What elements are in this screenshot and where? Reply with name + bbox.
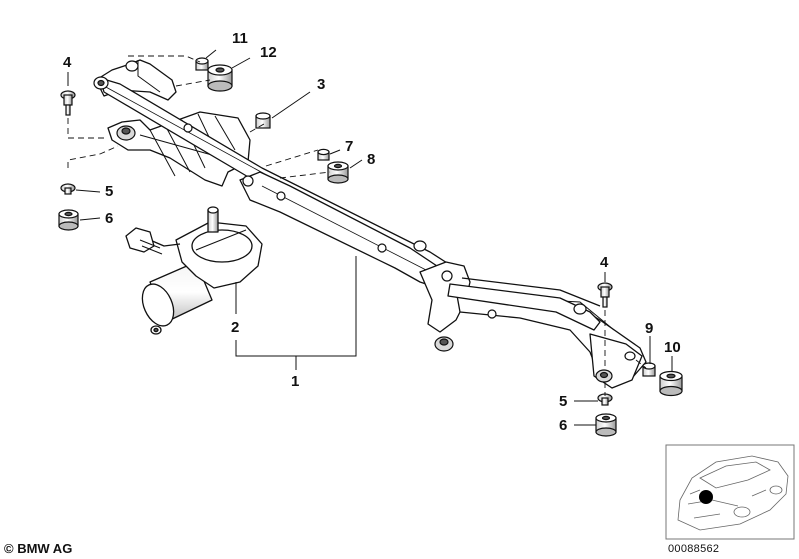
callout-3: 3 [317, 76, 326, 93]
callout-12: 12 [260, 44, 277, 61]
frame-joints [93, 60, 636, 383]
callout-9: 9 [645, 320, 654, 337]
joint-arm-elbow [573, 303, 587, 315]
joint-housing-top [413, 240, 427, 252]
callout-4-right: 4 [600, 254, 609, 271]
callout-5-right: 5 [559, 393, 568, 410]
screw-left [60, 183, 76, 195]
nut-8 [327, 161, 349, 184]
document-number: 00088562 [668, 543, 720, 555]
joint-left-pin [125, 60, 139, 72]
hardware-parts [58, 57, 683, 437]
grommet-right [595, 413, 617, 437]
grommet-left [58, 209, 79, 231]
bolt-right [597, 282, 613, 308]
joint-mid-4 [377, 243, 387, 253]
callout-6-right: 6 [559, 417, 568, 434]
bushing-12 [207, 64, 233, 92]
joint-mid-2 [242, 175, 254, 187]
joint-rod-end [487, 309, 497, 319]
bushing-3 [255, 112, 271, 129]
callout-6-left: 6 [105, 210, 114, 227]
callout-2: 2 [231, 319, 240, 336]
washer-9 [642, 362, 656, 377]
right-linkage-rod [447, 283, 601, 331]
joint-mid-3 [276, 191, 286, 201]
bolt-left [60, 90, 76, 116]
callout-7: 7 [345, 138, 354, 155]
wiper-linkage-frame [95, 59, 647, 389]
washer-11 [195, 57, 209, 71]
copyright-notice: © BMW AG [4, 541, 73, 556]
callout-10: 10 [664, 339, 681, 356]
joint-mid-1 [183, 123, 193, 133]
callout-5-left: 5 [105, 183, 114, 200]
car-silhouette [677, 455, 789, 531]
nut-10 [659, 370, 683, 397]
callout-4-left: 4 [63, 54, 72, 71]
vehicle-locator-inset [665, 444, 795, 540]
callout-1: 1 [291, 373, 300, 390]
motor-end-cap [141, 283, 175, 327]
callout-11: 11 [232, 30, 248, 47]
motor-connector-cable [149, 239, 181, 247]
wiper-motor [125, 206, 263, 335]
callout-8: 8 [367, 151, 376, 168]
locator-dot [699, 490, 713, 504]
leader-lines [67, 49, 673, 426]
washer-7 [317, 148, 330, 161]
joint-housing-mid [441, 270, 453, 282]
joint-right-plate [624, 351, 636, 361]
